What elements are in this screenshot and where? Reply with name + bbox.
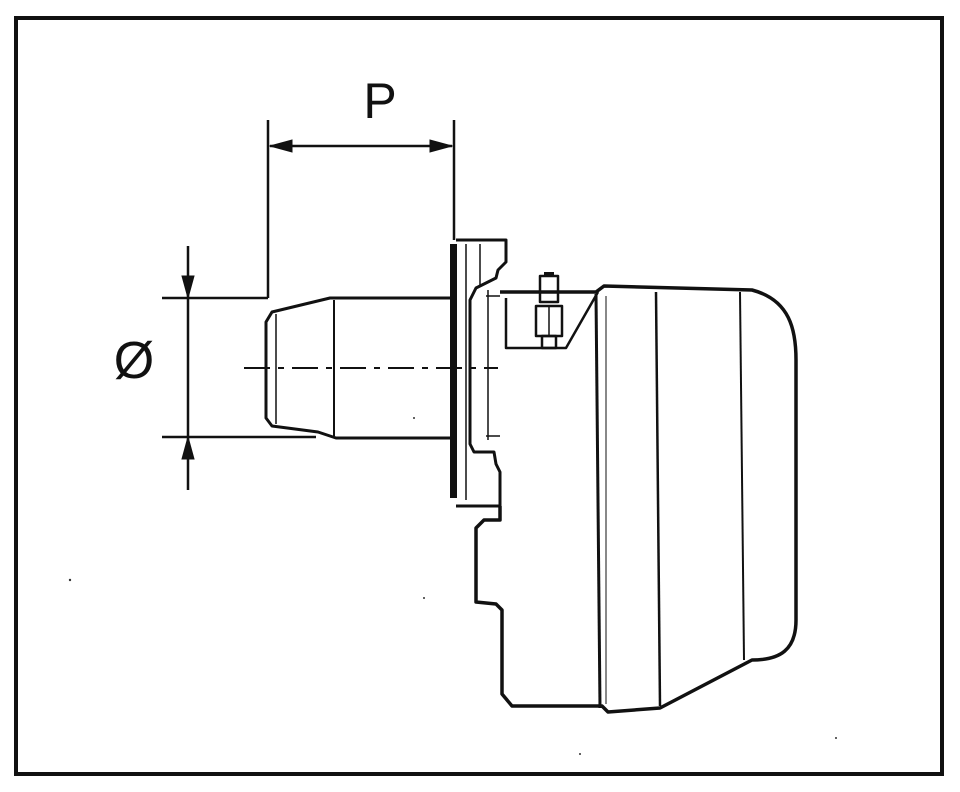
dimension-p-arrow-left bbox=[268, 139, 293, 153]
burner-body-outline bbox=[474, 284, 798, 714]
dimension-p bbox=[266, 120, 456, 298]
flange-step bbox=[486, 290, 500, 440]
dimension-diameter-label: Ø bbox=[114, 332, 154, 390]
frame-border bbox=[14, 16, 944, 776]
dimension-diameter-arrow-bottom bbox=[181, 435, 195, 460]
burner-body-seam-1 bbox=[594, 293, 602, 709]
burner-body-seam-2 bbox=[654, 291, 662, 707]
pipe-fitting bbox=[534, 272, 564, 350]
burner-body-seam-3 bbox=[739, 291, 745, 661]
dimension-p-arrow-right bbox=[429, 139, 454, 153]
flange-gasket bbox=[450, 244, 457, 498]
mounting-flange bbox=[450, 238, 508, 508]
burner-body bbox=[474, 284, 798, 714]
fitting-stem bbox=[540, 334, 558, 350]
fitting-cap bbox=[538, 274, 560, 304]
dimension-p-label: P bbox=[363, 73, 396, 129]
blast-tube-nozzle-outline bbox=[264, 296, 456, 440]
flange-outline bbox=[456, 238, 508, 508]
dimension-diameter-arrow-top bbox=[181, 275, 195, 300]
scan-specks bbox=[68, 417, 837, 755]
blast-tube bbox=[264, 296, 456, 440]
burner-body-shoulder bbox=[504, 291, 600, 350]
dimension-diameter bbox=[162, 246, 316, 490]
